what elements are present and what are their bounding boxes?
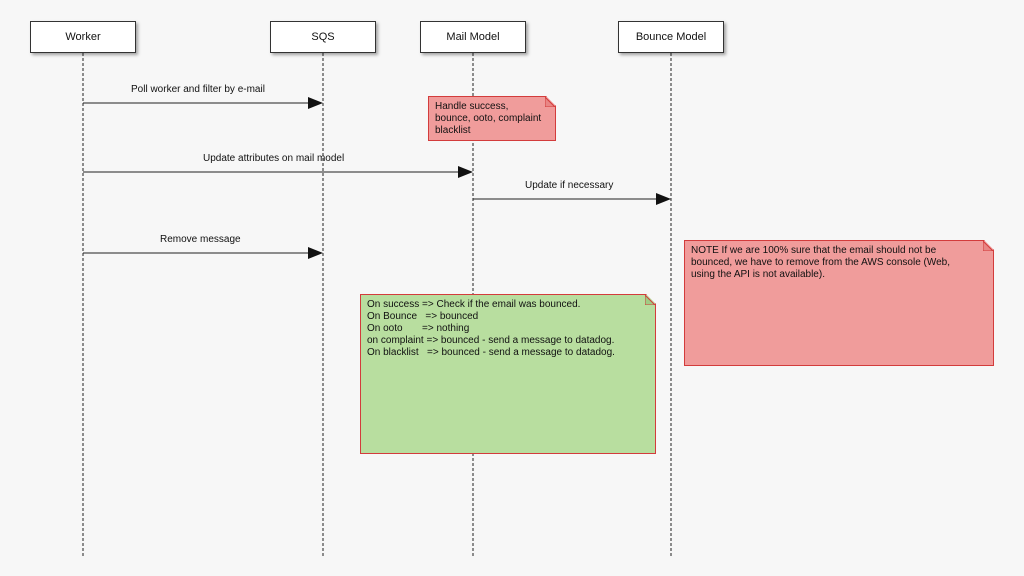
message-label-update-if-necessary: Update if necessary [525, 180, 614, 191]
arrowhead-update-if-necessary [656, 193, 671, 205]
actor-sqs[interactable]: SQS [270, 21, 376, 53]
note-line: blacklist [435, 125, 471, 136]
note-fold-icon [545, 97, 555, 107]
note-line: bounced, we have to remove from the AWS … [691, 257, 951, 268]
actor-bounce-model-label: Bounce Model [635, 31, 707, 43]
note-line: On Bounce => bounced [367, 311, 479, 322]
actor-sqs-label: SQS [311, 31, 335, 43]
message-label-remove: Remove message [160, 234, 241, 245]
arrowhead-update-attributes [458, 166, 473, 178]
note-fold-icon [983, 241, 993, 251]
actor-worker-label: Worker [65, 31, 101, 43]
note-line: bounce, ooto, complaint [435, 113, 542, 124]
note-line: On blacklist => bounced - send a message… [367, 347, 615, 358]
arrowhead-remove [308, 247, 323, 259]
note-handle-outcomes[interactable]: Handle success, bounce, ooto, complaint … [428, 96, 556, 141]
arrowhead-poll [308, 97, 323, 109]
actor-mail-model[interactable]: Mail Model [420, 21, 526, 53]
note-fold-icon [645, 295, 655, 305]
message-label-poll: Poll worker and filter by e-mail [131, 84, 265, 95]
note-line: on complaint => bounced - send a message… [367, 335, 615, 346]
note-aws-console[interactable]: NOTE If we are 100% sure that the email … [684, 240, 994, 366]
note-line: using the API is not available). [691, 269, 825, 280]
note-line: On success => Check if the email was bou… [367, 299, 581, 310]
note-line: Handle success, [435, 101, 509, 112]
actor-worker[interactable]: Worker [30, 21, 136, 53]
note-status-mapping[interactable]: On success => Check if the email was bou… [360, 294, 656, 454]
actor-mail-model-label: Mail Model [446, 31, 500, 43]
note-line: On ooto => nothing [367, 323, 470, 334]
actor-bounce-model[interactable]: Bounce Model [618, 21, 724, 53]
message-label-update-attributes: Update attributes on mail model [203, 153, 345, 164]
note-line: NOTE If we are 100% sure that the email … [691, 245, 937, 256]
